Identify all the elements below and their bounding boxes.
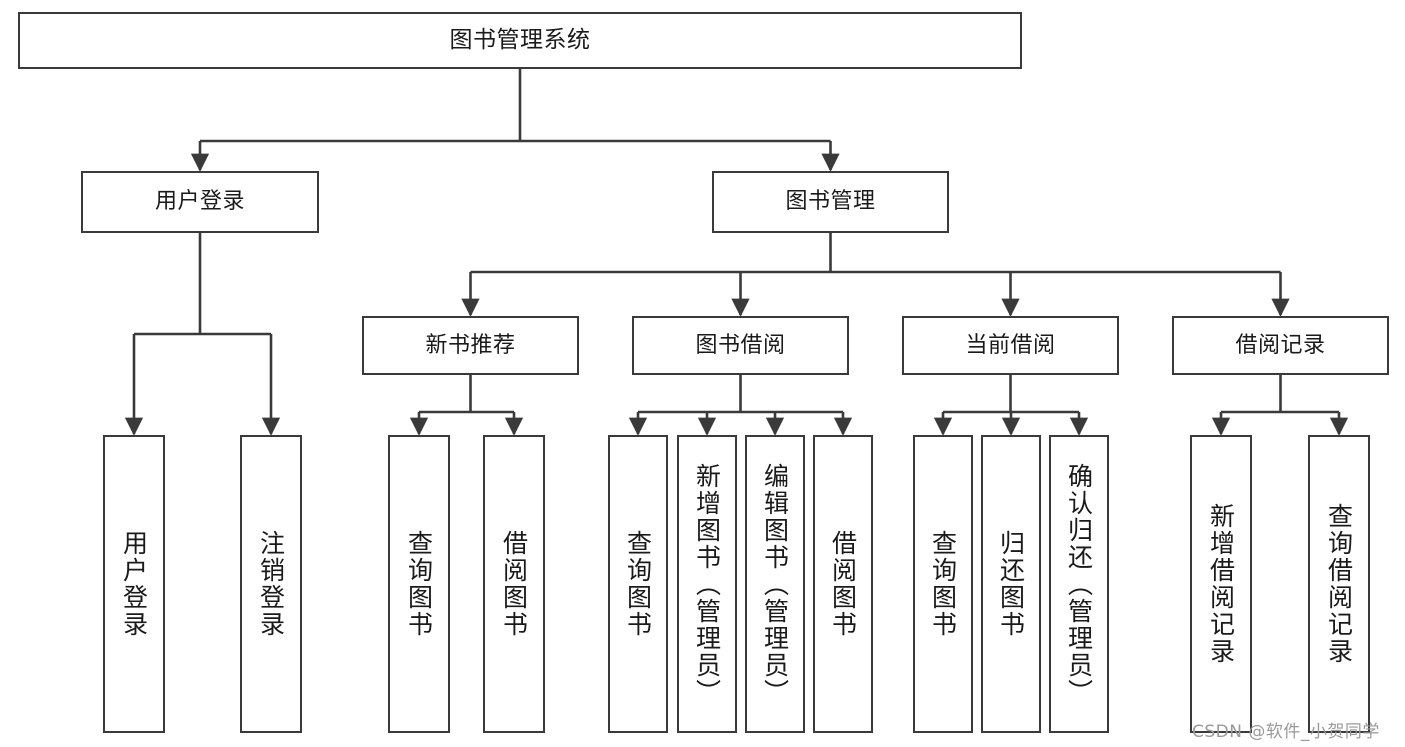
node-new-book-recommend[interactable]: 新书推荐 xyxy=(362,316,579,375)
node-label: 新书推荐 xyxy=(425,332,516,358)
node-label: 查询借阅记录 xyxy=(1324,503,1354,665)
node-label: 注销登录 xyxy=(256,530,286,638)
node-root[interactable]: 图书管理系统 xyxy=(18,12,1022,69)
node-label: 借阅图书 xyxy=(828,530,858,638)
leaf-query-book-current[interactable]: 查询图书 xyxy=(913,435,973,733)
node-label: 归还图书 xyxy=(996,530,1026,638)
node-label: 新增图书（管理员） xyxy=(692,462,722,706)
node-label: 图书管理系统 xyxy=(449,27,591,53)
leaf-query-book-recommend[interactable]: 查询图书 xyxy=(388,435,450,733)
node-label: 借阅图书 xyxy=(499,530,529,638)
node-label: 查询图书 xyxy=(404,530,434,638)
leaf-query-borrow-record[interactable]: 查询借阅记录 xyxy=(1308,435,1370,733)
node-label: 用户登录 xyxy=(119,530,149,638)
leaf-add-borrow-record[interactable]: 新增借阅记录 xyxy=(1190,435,1252,733)
node-label: 查询图书 xyxy=(623,530,653,638)
node-label: 新增借阅记录 xyxy=(1206,503,1236,665)
node-book-management-module[interactable]: 图书管理 xyxy=(712,171,949,233)
leaf-borrow-book-recommend[interactable]: 借阅图书 xyxy=(483,435,545,733)
node-label: 查询图书 xyxy=(928,530,958,638)
leaf-query-book[interactable]: 查询图书 xyxy=(608,435,668,733)
node-label: 图书借阅 xyxy=(695,332,786,358)
node-label: 借阅记录 xyxy=(1235,332,1326,358)
node-current-borrow[interactable]: 当前借阅 xyxy=(902,316,1119,375)
node-user-login-module[interactable]: 用户登录 xyxy=(81,171,319,233)
leaf-user-login[interactable]: 用户登录 xyxy=(103,435,165,733)
node-label: 编辑图书（管理员） xyxy=(760,462,790,706)
leaf-return-book[interactable]: 归还图书 xyxy=(981,435,1041,733)
node-label: 图书管理 xyxy=(785,189,876,214)
node-label: 确认归还（管理员） xyxy=(1064,462,1094,706)
watermark: CSDN @软件_小贺同学 xyxy=(1192,722,1380,742)
node-label: 用户登录 xyxy=(154,189,245,214)
node-label: 当前借阅 xyxy=(965,332,1056,358)
leaf-confirm-return-admin[interactable]: 确认归还（管理员） xyxy=(1049,435,1109,733)
leaf-edit-book-admin[interactable]: 编辑图书（管理员） xyxy=(745,435,805,733)
node-borrow-record[interactable]: 借阅记录 xyxy=(1172,316,1389,375)
leaf-add-book-admin[interactable]: 新增图书（管理员） xyxy=(677,435,737,733)
leaf-logout[interactable]: 注销登录 xyxy=(240,435,302,733)
node-book-borrow[interactable]: 图书借阅 xyxy=(632,316,849,375)
leaf-borrow-book[interactable]: 借阅图书 xyxy=(813,435,873,733)
